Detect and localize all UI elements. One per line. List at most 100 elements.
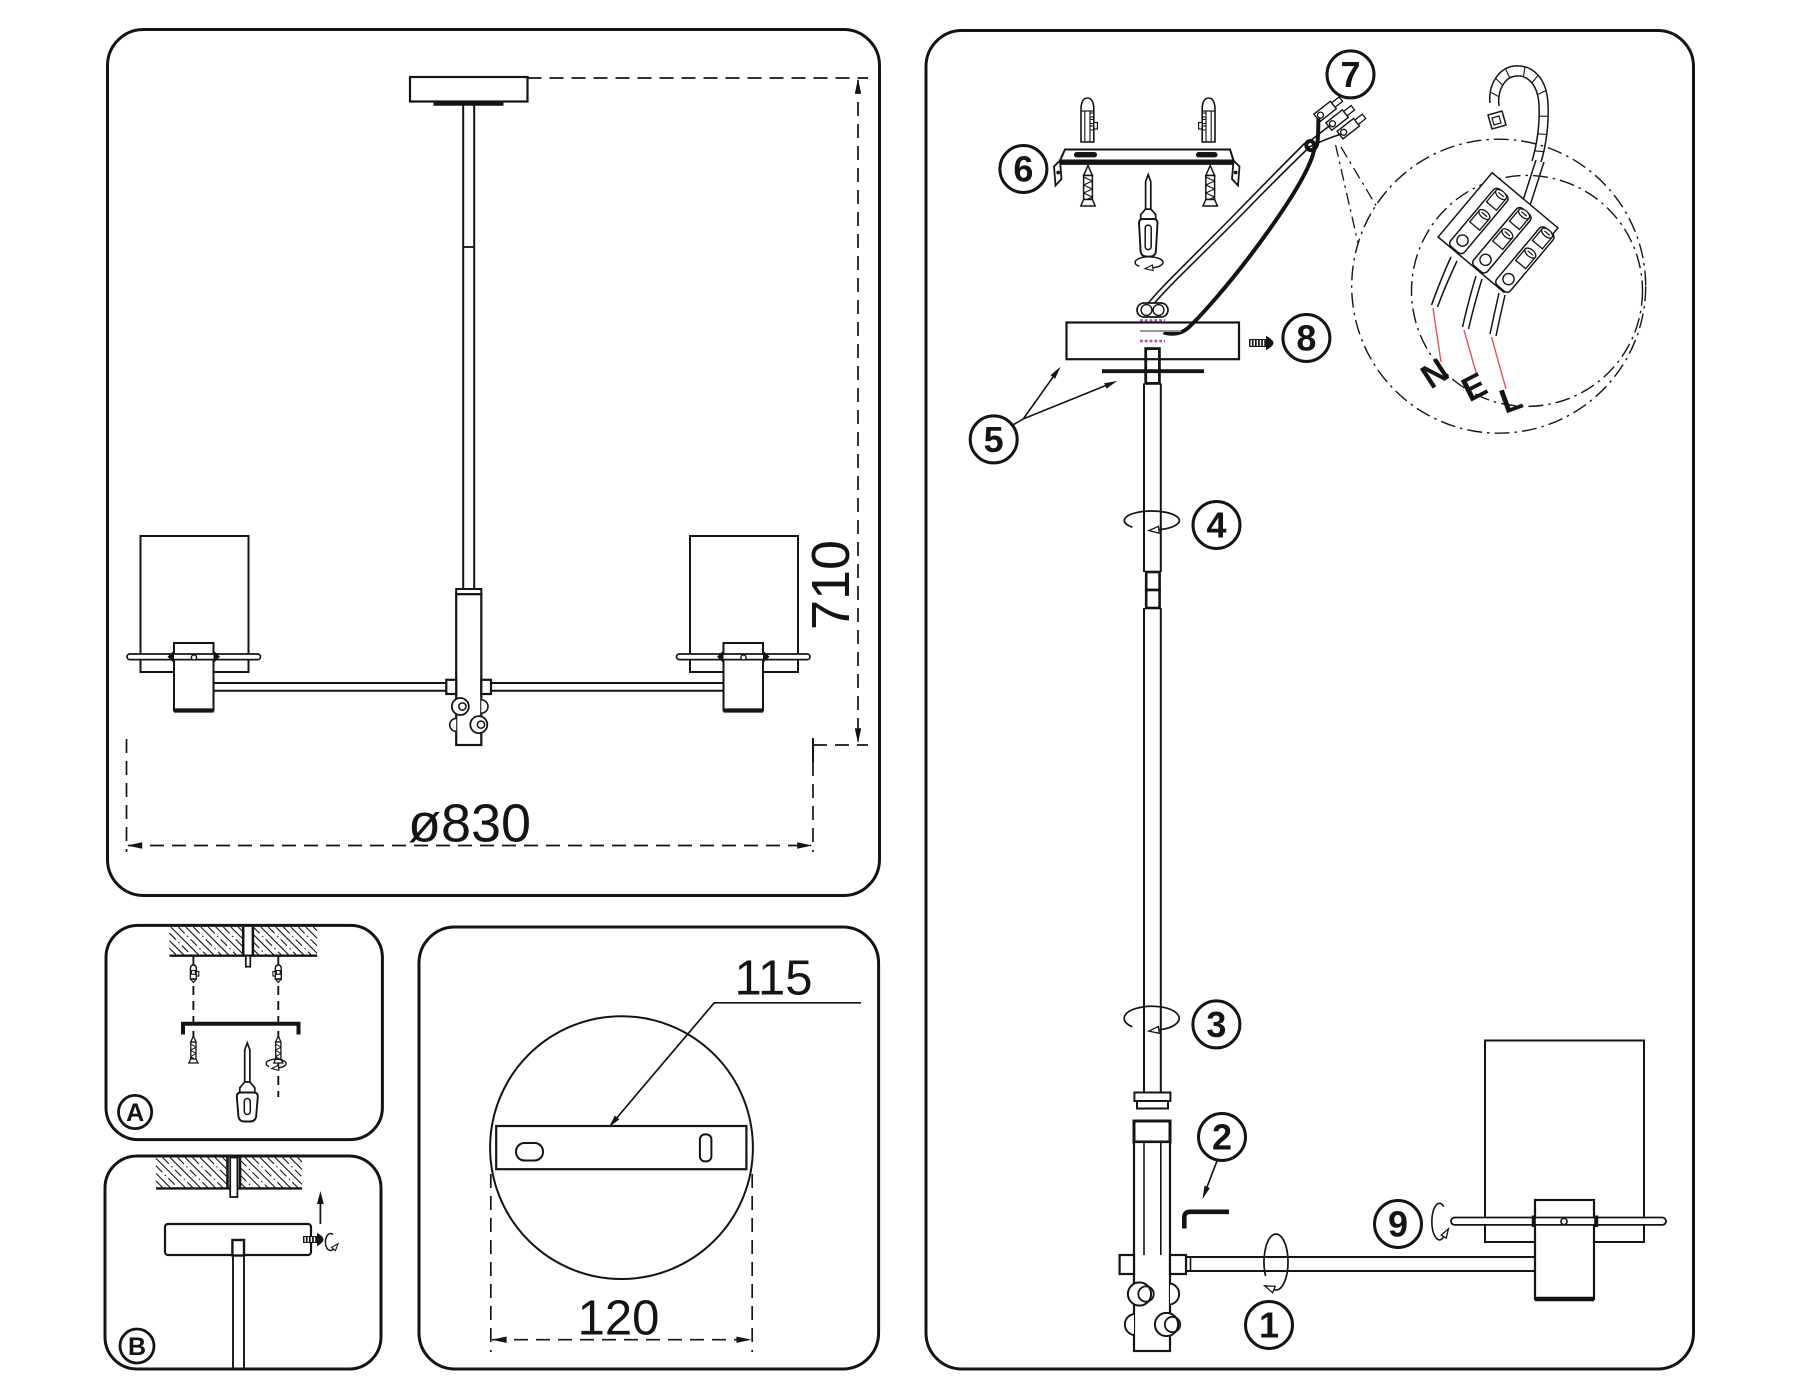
lamp-assembly-right: 9 bbox=[1373, 1039, 1667, 1302]
threaded-nipple bbox=[1144, 347, 1161, 385]
wire-connector-1 bbox=[1312, 96, 1344, 123]
terminal-1 bbox=[1449, 187, 1509, 255]
locknut-lower bbox=[1136, 1100, 1169, 1110]
screwdriver-6 bbox=[1138, 172, 1159, 258]
leader-e bbox=[1463, 329, 1478, 377]
diameter-dimension-label: ø830 bbox=[408, 794, 531, 854]
hub-cap bbox=[1132, 1119, 1172, 1144]
mounting-screw-right bbox=[1201, 163, 1219, 207]
wall-anchor-right-small bbox=[272, 964, 282, 984]
mounting-bracket-a bbox=[181, 1021, 301, 1035]
central-hub bbox=[455, 593, 483, 747]
leader-n bbox=[1432, 307, 1442, 363]
panel-assembly-frame bbox=[924, 29, 1695, 1371]
detail-b-badge bbox=[118, 1327, 156, 1365]
canopy-screw-b bbox=[303, 1232, 324, 1247]
cable-tie-band bbox=[1487, 65, 1549, 209]
leader-l bbox=[1490, 336, 1507, 390]
wall-anchor-left bbox=[1080, 97, 1099, 143]
right-lamp bbox=[675, 535, 811, 713]
canopy-assembly: 58 bbox=[968, 302, 1332, 465]
step-3-number: 3 bbox=[1206, 1004, 1226, 1045]
screwdriver-a bbox=[235, 1040, 259, 1123]
detail-b-label: B bbox=[128, 1333, 146, 1361]
rotation-arrow-4 bbox=[1123, 510, 1181, 534]
threaded-stud bbox=[229, 1156, 239, 1198]
screw-left-small bbox=[187, 1034, 200, 1064]
panel-main-frame bbox=[106, 28, 881, 897]
dimension-height: 710 bbox=[527, 77, 868, 852]
ceiling-section-a bbox=[169, 926, 318, 968]
dimension-diameter: ø830 bbox=[125, 739, 813, 854]
height-dimension-label: 710 bbox=[801, 540, 861, 630]
step-8-badge: 8 bbox=[1281, 313, 1332, 363]
panel-plate-frame bbox=[417, 925, 881, 1371]
step-1-number: 1 bbox=[1259, 1305, 1279, 1346]
rotation-arrow-3 bbox=[1123, 1005, 1181, 1035]
detail-a-badge bbox=[117, 1094, 154, 1131]
panel-canopy-plate: 115 120 bbox=[417, 925, 881, 1371]
step-7-number: 7 bbox=[1340, 54, 1360, 95]
lamp-wire-1 bbox=[1147, 142, 1306, 304]
step-2-number: 2 bbox=[1212, 1117, 1232, 1158]
canopy-box bbox=[1065, 321, 1241, 361]
step-9-number: 9 bbox=[1388, 1204, 1408, 1245]
left-lamp bbox=[126, 535, 262, 713]
canopy-disc bbox=[489, 1015, 754, 1280]
terminal-block bbox=[1437, 171, 1560, 294]
dimension-plate-width: 120 bbox=[489, 1174, 754, 1352]
locknut-upper bbox=[1133, 1091, 1172, 1102]
step-7-badge: 7 bbox=[1325, 49, 1376, 100]
lamp-holder bbox=[722, 642, 764, 712]
stem-joint-lower bbox=[1144, 588, 1161, 610]
balloon-inner bbox=[1410, 174, 1644, 408]
plate-width-label: 120 bbox=[578, 1292, 660, 1346]
ceiling-bracket bbox=[1053, 148, 1241, 188]
terminal-3 bbox=[1494, 226, 1555, 293]
step-7-group: 7 bbox=[1147, 49, 1376, 336]
wall-anchor-right bbox=[1197, 97, 1216, 143]
step-8-number: 8 bbox=[1296, 318, 1316, 359]
step-5-number: 5 bbox=[984, 419, 1004, 460]
step-4-badge: 4 bbox=[1191, 500, 1242, 550]
chandelier-front-view bbox=[126, 75, 811, 747]
step-6-badge: 6 bbox=[998, 144, 1049, 194]
ceiling-section-b bbox=[155, 1156, 303, 1198]
ceiling-canopy bbox=[408, 75, 529, 103]
panel-detail-a: A bbox=[104, 923, 384, 1142]
step-5-badge: 5 bbox=[968, 414, 1019, 465]
step-9-badge: 9 bbox=[1373, 1199, 1423, 1249]
dimension-hole-spacing: 115 bbox=[608, 952, 861, 1128]
wire-connector-3 bbox=[1336, 113, 1367, 140]
panel-a-frame bbox=[104, 923, 384, 1142]
step-3-badge: 3 bbox=[1191, 999, 1242, 1050]
mounting-screw-left bbox=[1079, 163, 1097, 207]
lamp-holder-right bbox=[1533, 1198, 1596, 1301]
step-1-badge: 1 bbox=[1244, 1300, 1294, 1350]
rotation-arrow-9 bbox=[1431, 1202, 1450, 1241]
rotation-arrow-6 bbox=[1134, 256, 1164, 272]
cross-rod-right bbox=[1450, 1216, 1667, 1226]
lamp-wire-2 bbox=[1152, 146, 1311, 305]
lamp-holder bbox=[173, 642, 215, 712]
step-4-number: 4 bbox=[1206, 505, 1226, 546]
terminal-2 bbox=[1471, 206, 1532, 274]
rotation-arrow-b bbox=[324, 1232, 340, 1252]
rotation-arrow-a bbox=[265, 1058, 287, 1072]
stem-joint-upper bbox=[1144, 570, 1161, 592]
step-6-number: 6 bbox=[1013, 149, 1033, 190]
panel-detail-b: B bbox=[103, 1154, 383, 1371]
hub-assembly: 12 bbox=[1118, 1112, 1535, 1353]
hole-spacing-label: 115 bbox=[734, 952, 812, 1006]
wall-anchor-left-small bbox=[189, 964, 200, 984]
slot-horizontal bbox=[515, 1142, 544, 1162]
panel-main-view: 710 ø830 bbox=[106, 28, 881, 897]
hex-key bbox=[1182, 1209, 1229, 1229]
step-2-badge: 2 bbox=[1197, 1112, 1247, 1162]
panel-b-frame bbox=[103, 1154, 383, 1371]
balloon-outer bbox=[1350, 138, 1647, 434]
